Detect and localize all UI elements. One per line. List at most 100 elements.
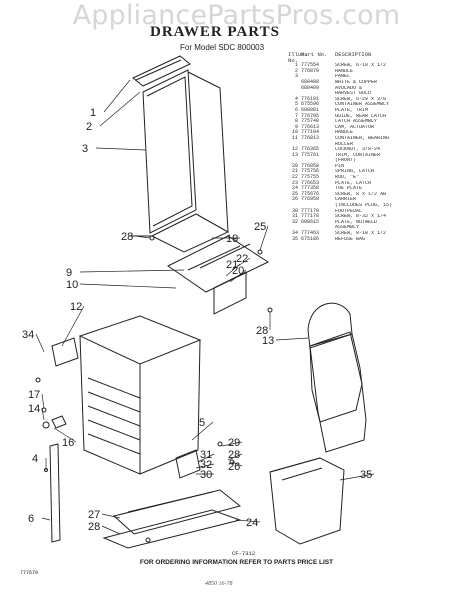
- part-illus-no: 26: [291, 196, 298, 203]
- part-number: 608615: [301, 218, 320, 225]
- part-description: AVOCADO &: [335, 85, 363, 91]
- parts-list-header: Illus. No. Part No. DESCRIPTION: [288, 52, 468, 63]
- callout-leader: [79, 269, 185, 273]
- part-illus-no: 23: [291, 179, 298, 186]
- part-description: PANEL: [335, 74, 351, 80]
- part-number: 775755: [301, 174, 320, 181]
- part-description: ASSEMBLY: [335, 225, 360, 231]
- part-number: 776959: [301, 196, 320, 203]
- callout-leader: [229, 269, 247, 283]
- callout-leader: [99, 91, 141, 127]
- part-number: 776879: [301, 67, 320, 74]
- part-description: HANDLE: [335, 130, 354, 136]
- part-number: 776050: [301, 162, 320, 169]
- callout-label: 28: [88, 521, 100, 533]
- figure-code: CF-7312: [232, 550, 256, 557]
- part-illus-no: 22: [291, 174, 298, 181]
- diagram-subtitle: For Model SDC 800003: [180, 43, 265, 52]
- part-description: WHITE & COPPER: [335, 79, 378, 85]
- part-description: PLATE, LATCH: [335, 180, 372, 186]
- latch-assembly-part: [167, 235, 270, 293]
- callout-label: 35: [360, 469, 372, 481]
- part-number: 775756: [301, 168, 320, 175]
- callout-label: 21: [226, 259, 238, 271]
- trim-strip-part: [49, 443, 61, 543]
- callout-label: 28: [256, 325, 268, 337]
- callout-leader: [41, 517, 51, 521]
- callout-label: 31: [200, 449, 212, 461]
- header-illus-no: Illus. No.: [288, 51, 308, 64]
- parts-list-row: (FRONT): [288, 158, 468, 164]
- part-number: 776613: [301, 123, 320, 130]
- callout-leader: [101, 525, 121, 535]
- callout-label: 17: [28, 389, 40, 401]
- parts-list-row: HARVEST GOLD: [288, 91, 468, 97]
- part-illus-no: 8: [294, 118, 298, 125]
- callout-label: 10: [66, 279, 78, 291]
- callout-label: 20: [232, 265, 244, 277]
- part-description: CARRIER: [335, 197, 357, 203]
- callout-leader: [103, 79, 131, 113]
- part-description: HANDLE: [335, 68, 354, 74]
- callout-label: 12: [70, 301, 82, 313]
- callout-label: 22: [236, 253, 248, 265]
- corner-code: 777670: [20, 570, 39, 576]
- callout-leader: [195, 463, 215, 469]
- callout-label: 1: [90, 107, 96, 119]
- part-illus-no: 2: [294, 67, 298, 74]
- parts-list-row: ROLLER: [288, 142, 468, 148]
- part-number: 777463: [301, 230, 320, 236]
- bracket-part: [51, 337, 79, 367]
- callout-leader: [225, 263, 241, 277]
- parts-list-row: 3 PANEL: [288, 74, 468, 80]
- bag-frame-part: [307, 302, 353, 349]
- callout-leader: [53, 427, 77, 443]
- callout-leader: [231, 461, 243, 467]
- part-description: HARVEST GOLD: [335, 91, 372, 97]
- callout-leader: [61, 305, 85, 347]
- callout-label: 26: [228, 461, 240, 473]
- part-number: 776795: [301, 112, 320, 119]
- part-number: 675186: [301, 235, 320, 242]
- callout-leader: [275, 337, 309, 341]
- callout-label: 30: [200, 469, 212, 481]
- part-description: CONTAINER, BEARING: [335, 135, 390, 141]
- callout-label: 28: [121, 231, 133, 243]
- callout-leader: [221, 441, 243, 447]
- part-illus-no: 3: [294, 73, 298, 80]
- part-description: CAM, ACTUATOR: [335, 124, 375, 130]
- parts-list-row: (INCLUDES PLUG, 15): [288, 203, 468, 209]
- callout-label: 6: [28, 513, 34, 525]
- callout-label: 16: [62, 437, 74, 449]
- part-illus-no: 25: [291, 190, 298, 197]
- part-description: SPRING, LATCH: [335, 169, 375, 175]
- container-part: [78, 315, 202, 365]
- callout-leader: [79, 283, 177, 289]
- part-illus-no: 21: [291, 168, 298, 175]
- callout-leader: [259, 225, 269, 251]
- part-illus-no: 20: [291, 162, 298, 169]
- part-illus-no: 24: [291, 185, 298, 192]
- callout-label: 25: [254, 221, 266, 233]
- callout-label: 2: [86, 121, 92, 133]
- part-number: 688408: [301, 78, 320, 85]
- part-number: 777178: [301, 213, 320, 220]
- callout-label: 4: [32, 453, 38, 465]
- callout-label: 9: [66, 267, 72, 279]
- callout-leader: [235, 519, 261, 523]
- part-number: 777170: [301, 207, 320, 214]
